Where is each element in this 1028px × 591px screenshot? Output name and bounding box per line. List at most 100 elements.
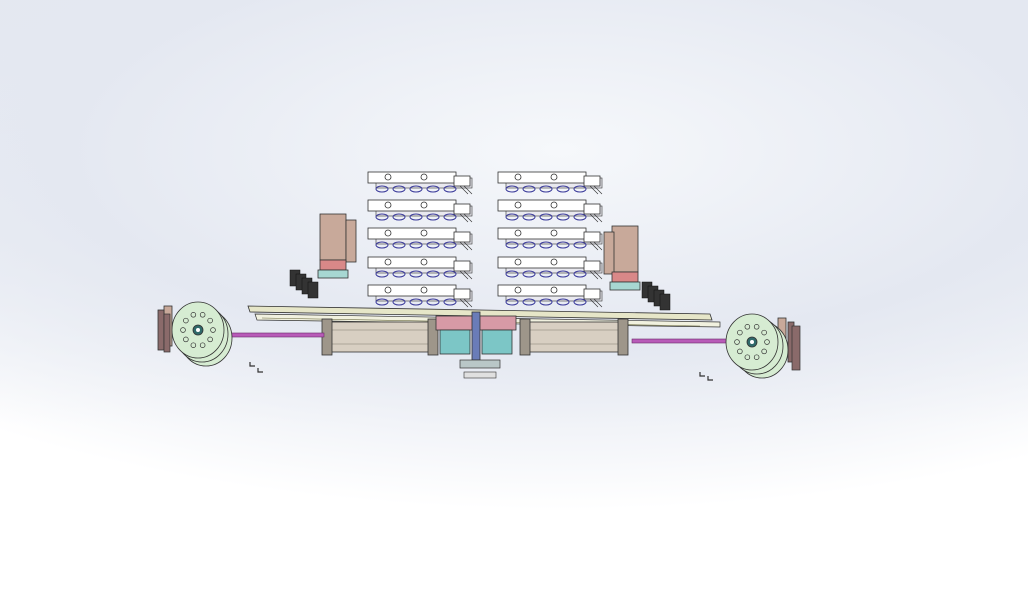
wheel-bolt xyxy=(761,329,767,336)
gripper-module xyxy=(497,227,603,251)
gripper-suction-cup xyxy=(392,213,406,221)
wheel-bolt xyxy=(744,354,751,360)
actuator-base xyxy=(317,269,349,279)
gripper-end-block xyxy=(453,260,471,272)
actuator-red-band xyxy=(319,259,347,271)
gripper-suction-cup xyxy=(409,185,423,193)
gripper-end-block xyxy=(583,175,601,187)
cylinders xyxy=(321,318,629,356)
gripper-bolt xyxy=(420,258,428,266)
wheel-bolt xyxy=(734,339,740,345)
gripper-suction-cup xyxy=(409,298,423,306)
gripper-end-block xyxy=(583,231,601,243)
gripper-plate xyxy=(497,199,587,212)
gripper-suction-cup xyxy=(443,270,457,278)
gripper-end-block xyxy=(583,288,601,300)
wheel-mount-plate xyxy=(157,309,165,351)
gripper-module xyxy=(367,199,473,223)
gripper-plate xyxy=(367,256,457,269)
gripper-suction-cup xyxy=(556,298,570,306)
gripper-bolt xyxy=(514,286,522,294)
wheel-hub-center xyxy=(750,340,754,344)
actuator-side xyxy=(603,231,615,275)
gripper-bolt xyxy=(420,201,428,209)
gripper-suction-cup xyxy=(522,298,536,306)
gripper-suction-cup xyxy=(375,241,389,249)
pneumatic-cylinder xyxy=(321,318,439,356)
gripper-suction-cup xyxy=(539,298,553,306)
gripper-hatch xyxy=(589,213,599,223)
gripper-suction-cup xyxy=(573,298,587,306)
gripper-plate xyxy=(497,227,587,240)
rod-right xyxy=(631,338,733,344)
gripper-hatch xyxy=(593,270,603,280)
gripper-end-block xyxy=(583,260,601,272)
actuator-clamp xyxy=(307,281,319,299)
actuator-side xyxy=(345,219,357,263)
gripper-suction-cup xyxy=(375,270,389,278)
gripper-suction-cup xyxy=(539,185,553,193)
gripper-suction-cup xyxy=(426,298,440,306)
gripper-hatch xyxy=(589,185,599,195)
gripper-array xyxy=(367,171,603,308)
side-actuator-block xyxy=(289,213,357,299)
gripper-suction-cup xyxy=(409,241,423,249)
gripper-end-block xyxy=(453,231,471,243)
gripper-suction-cup xyxy=(375,298,389,306)
gripper-bolt xyxy=(514,258,522,266)
gripper-hatch xyxy=(463,298,473,308)
wheel-bolt xyxy=(737,329,743,336)
gripper-bolt xyxy=(420,286,428,294)
wheel-hub-center xyxy=(196,328,200,332)
gripper-suction-cup xyxy=(426,241,440,249)
gripper-module xyxy=(367,171,473,195)
gripper-module xyxy=(497,284,603,308)
gripper-suction-cup xyxy=(392,298,406,306)
gripper-plate xyxy=(367,199,457,212)
actuator-red-band xyxy=(611,271,639,283)
bracket-mark xyxy=(249,362,255,367)
gripper-suction-cup xyxy=(505,298,519,306)
gripper-bolt xyxy=(514,201,522,209)
gripper-suction-cup xyxy=(556,185,570,193)
wheel-bolt xyxy=(190,312,197,318)
bracket-mark xyxy=(707,376,713,381)
wheel-bolt xyxy=(183,317,189,324)
pneumatic-cylinder xyxy=(519,318,629,356)
center-foot xyxy=(459,359,501,369)
gripper-hatch xyxy=(593,213,603,223)
center-right-housing xyxy=(481,329,513,355)
gripper-suction-cup xyxy=(505,270,519,278)
gripper-hatch xyxy=(463,213,473,223)
gripper-suction-cup xyxy=(426,213,440,221)
gripper-end-block xyxy=(453,288,471,300)
gripper-bolt xyxy=(384,229,392,237)
gripper-suction-cup xyxy=(505,185,519,193)
gripper-suction-cup xyxy=(505,241,519,249)
gripper-hatch xyxy=(593,298,603,308)
end-stop-left xyxy=(163,313,171,353)
side-actuator-block xyxy=(603,225,671,311)
gripper-bolt xyxy=(384,258,392,266)
gripper-bolt xyxy=(384,173,392,181)
gripper-bolt xyxy=(550,229,558,237)
gripper-suction-cup xyxy=(522,213,536,221)
actuator-base xyxy=(609,281,641,291)
gripper-suction-cup xyxy=(392,241,406,249)
gripper-suction-cup xyxy=(539,241,553,249)
wheel-bolt xyxy=(190,342,197,348)
gripper-suction-cup xyxy=(539,213,553,221)
wheel-bolt xyxy=(199,342,206,348)
gripper-plate xyxy=(497,171,587,184)
wheel-bolt xyxy=(753,354,760,360)
wheel-bolt xyxy=(183,336,189,343)
gripper-bolt xyxy=(514,173,522,181)
gripper-suction-cup xyxy=(556,270,570,278)
wheel-bolt xyxy=(180,327,186,333)
gripper-suction-cup xyxy=(392,270,406,278)
gripper-end-block xyxy=(453,175,471,187)
gripper-suction-cup xyxy=(573,270,587,278)
wheel-bolt xyxy=(753,324,760,330)
